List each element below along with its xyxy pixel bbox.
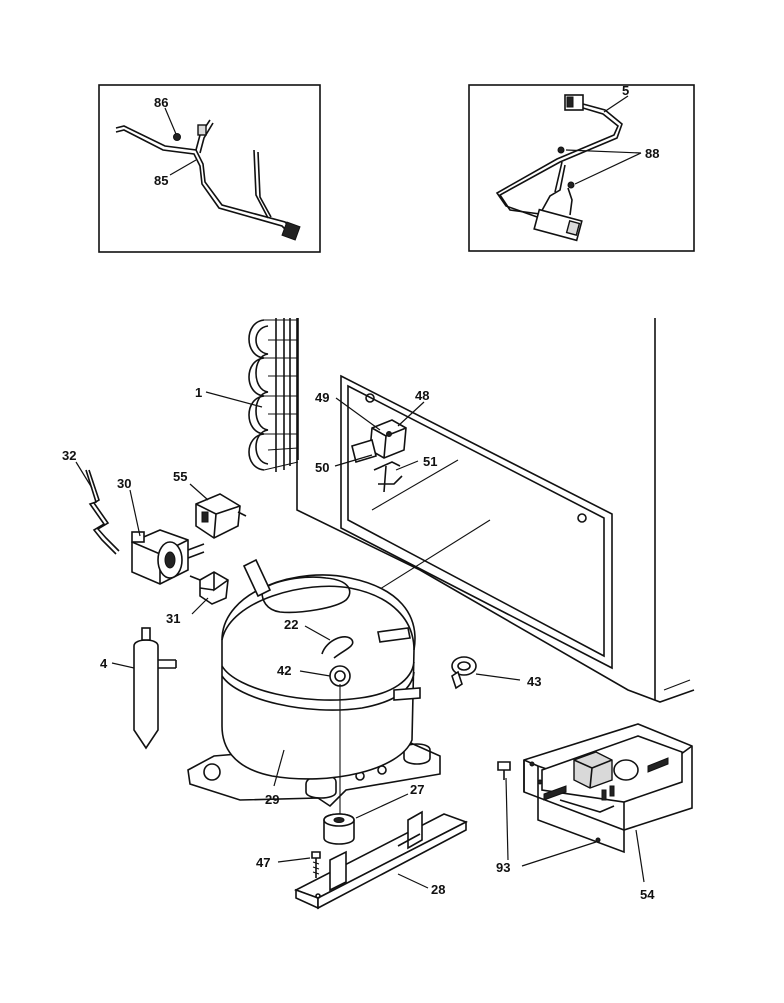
label-85: 85 [154,173,168,188]
label-55: 55 [173,469,187,484]
cabinet [296,318,695,703]
label-31: 31 [166,611,180,626]
label-1: 1 [195,385,202,400]
harness-5 [495,94,623,242]
screw-47 [311,851,321,878]
control-board-54 [523,723,693,854]
inset-harness-right: 5 88 [468,83,695,252]
compressor-29 [187,558,441,808]
label-43: 43 [527,674,541,689]
screw-88a [557,146,565,154]
clamp-43 [451,656,477,690]
grommet-27 [323,813,355,845]
inset-frame-right [468,84,695,252]
screw-93 [497,761,511,780]
inset-harness-left: 86 85 [98,84,321,253]
capacitor-55 [195,493,247,539]
terminal-cover-31 [189,571,229,605]
label-47: 47 [256,855,270,870]
label-86: 86 [154,95,168,110]
wire-32 [85,469,120,555]
label-50: 50 [315,460,329,475]
label-5: 5 [622,83,629,98]
label-29: 29 [265,792,279,807]
label-30: 30 [117,476,131,491]
drain-bracket-48 [351,419,407,493]
label-32: 32 [62,448,76,463]
screw-88b [567,181,575,189]
label-88: 88 [645,146,659,161]
label-22: 22 [284,617,298,632]
drier-4 [133,627,177,750]
label-4: 4 [100,656,108,671]
label-49: 49 [315,390,329,405]
label-42: 42 [277,663,291,678]
relay-30 [131,529,205,585]
harness-85 [115,119,301,241]
label-54: 54 [640,887,655,902]
label-28: 28 [431,882,445,897]
condenser-coil-1 [248,318,299,472]
label-93: 93 [496,860,510,875]
label-27: 27 [410,782,424,797]
mounting-bracket-28 [294,810,468,910]
screw-86 [173,133,181,141]
inset-frame-left [98,84,321,253]
label-48: 48 [415,388,429,403]
label-51: 51 [423,454,437,469]
